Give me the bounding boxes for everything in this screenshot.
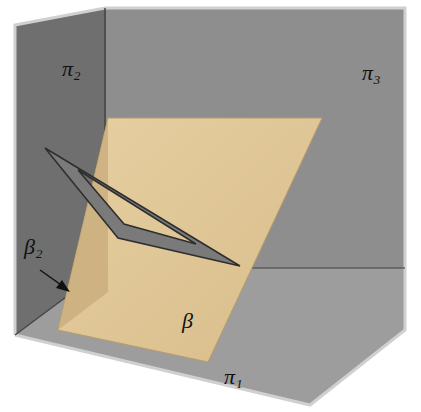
plane-label: β₂: [24, 236, 43, 258]
plane-label: π₁: [224, 366, 243, 388]
frame-edge: [15, 8, 405, 405]
arrowhead: [56, 280, 70, 292]
plane-label: π₂: [62, 58, 81, 80]
set-square: [45, 148, 240, 266]
plane-label: π₃: [362, 62, 381, 84]
plane-label: β: [182, 310, 193, 332]
plane-shadow: [58, 118, 108, 330]
